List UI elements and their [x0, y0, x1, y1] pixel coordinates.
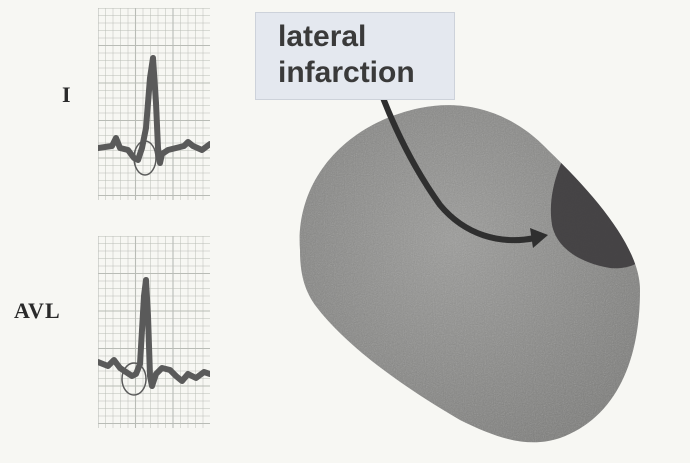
lead-label-i: I — [62, 82, 72, 108]
callout-label: lateral infarction — [278, 19, 415, 91]
heart — [290, 95, 650, 450]
lead-label-avl: AVL — [14, 298, 61, 324]
callout-line-2: infarction — [278, 56, 415, 89]
callout-box: lateral infarction — [255, 12, 455, 100]
ecg-grid — [98, 236, 210, 428]
q-wave-highlight — [122, 363, 146, 395]
ecg-strip-lead-avl — [98, 236, 210, 428]
ecg-strip-lead-i — [98, 8, 210, 200]
callout-line-1: lateral — [278, 20, 366, 53]
